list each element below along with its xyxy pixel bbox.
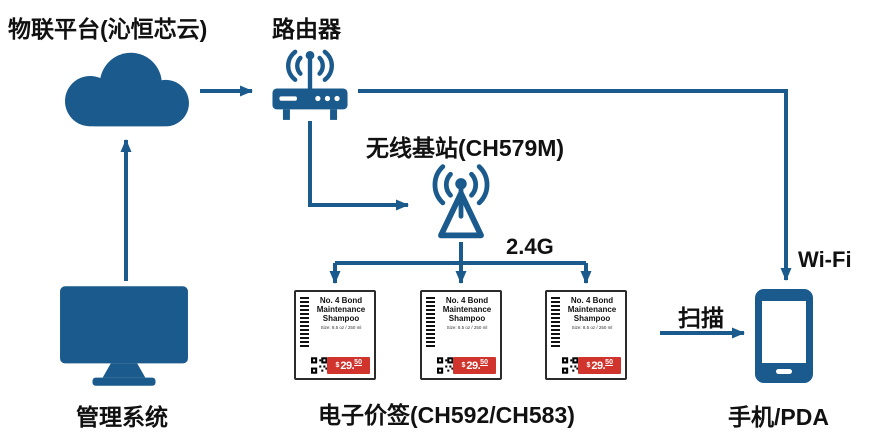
qr-code-icon — [311, 357, 328, 374]
router-icon — [262, 44, 358, 126]
qr-code-icon — [562, 357, 579, 374]
tag-price: $ 29. 50 — [578, 357, 621, 374]
tag-product-title: No. 4 Bond Maintenance Shampoo — [567, 296, 617, 323]
tag-product-size: Size: 8.5 oz / 250 ml — [571, 325, 613, 331]
tag-price: $ 29. 50 — [453, 357, 496, 374]
phone-label: 手机/PDA — [728, 404, 829, 430]
scan-label: 扫描 — [678, 305, 724, 331]
phone-icon — [754, 288, 814, 384]
barcode-icon — [426, 297, 435, 347]
price-tag-1: No. 4 Bond Maintenance Shampoo Size: 8.5… — [294, 290, 376, 380]
basestation-antenna-icon — [418, 158, 504, 244]
management-system-label: 管理系统 — [76, 404, 168, 430]
tag-product-size: Size: 8.5 oz / 250 ml — [320, 325, 362, 331]
tag-bottom-row: $ 29. 50 — [437, 357, 496, 374]
rf-2-4g-label: 2.4G — [506, 234, 554, 259]
tag-bottom-row: $ 29. 50 — [562, 357, 621, 374]
barcode-icon — [300, 297, 309, 347]
monitor-icon — [58, 284, 190, 386]
qr-code-icon — [437, 357, 454, 374]
barcode-icon — [551, 297, 560, 347]
tag-bottom-row: $ 29. 50 — [311, 357, 370, 374]
tag-price: $ 29. 50 — [327, 357, 370, 374]
price-tag-2: No. 4 Bond Maintenance Shampoo Size: 8.5… — [420, 290, 502, 380]
price-tag-3: No. 4 Bond Maintenance Shampoo Size: 8.5… — [545, 290, 627, 380]
basestation-label: 无线基站(CH579M) — [366, 135, 565, 161]
tag-product-title: No. 4 Bond Maintenance Shampoo — [316, 296, 366, 323]
cloud-icon — [52, 45, 200, 137]
shelf-labels-caption: 电子价签(CH592/CH583) — [318, 402, 575, 428]
platform-label: 物联平台(沁恒芯云) — [8, 16, 208, 42]
wifi-label: Wi-Fi — [798, 247, 852, 272]
router-label: 路由器 — [272, 16, 341, 42]
tag-product-size: Size: 8.5 oz / 250 ml — [446, 325, 488, 331]
tag-product-title: No. 4 Bond Maintenance Shampoo — [442, 296, 492, 323]
